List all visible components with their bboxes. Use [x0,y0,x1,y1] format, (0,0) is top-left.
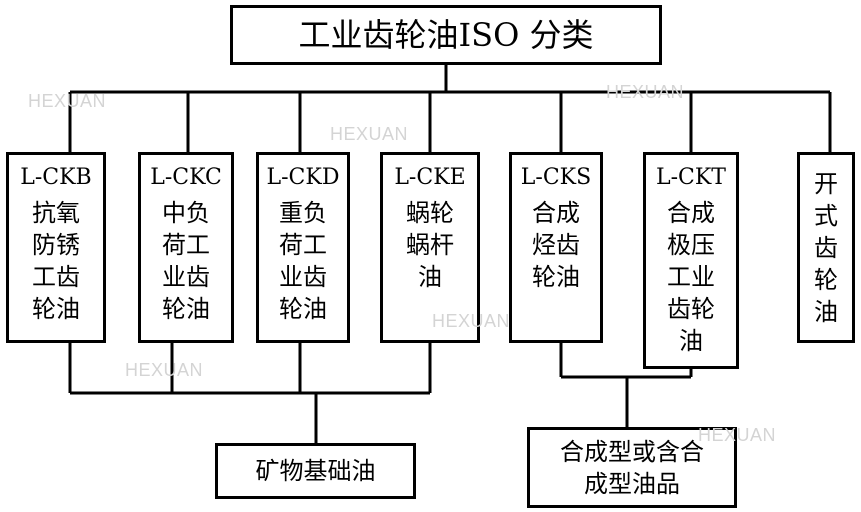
category-box-ckd: L-CKD 重负 荷工 业齿 轮油 [256,152,350,343]
category-box-ckc: L-CKC 中负 荷工 业齿 轮油 [138,152,234,343]
watermark: HEXUAN [432,311,511,331]
watermark: HEXUAN [330,124,409,144]
category-box-ckt: L-CKT 合成 极压 工业 齿轮 油 [643,152,739,369]
category-code: L-CKD [266,165,340,190]
category-desc: 合成 烃齿 轮油 [532,199,580,291]
category-desc: 中负 荷工 业齿 轮油 [162,199,210,323]
category-code: L-CKC [150,165,222,190]
category-code: L-CKB [20,165,92,190]
category-code: L-CKS [520,165,592,190]
category-desc: 抗氧 防锈 工齿 轮油 [32,199,80,323]
base-box-mineral: 矿物基础油 [215,443,416,499]
category-box-ckb: L-CKB 抗氧 防锈 工齿 轮油 [6,152,106,343]
category-code: L-CKT [656,165,726,190]
category-code: L-CKE [394,165,466,190]
category-box-cks: L-CKS 合成 烃齿 轮油 [509,152,603,343]
base-label-mineral: 矿物基础油 [255,457,376,485]
category-desc: 合成 极压 工业 齿轮 油 [667,199,715,355]
category-box-cke: L-CKE 蜗轮 蜗杆 油 [380,152,480,343]
base-label-synthetic: 合成型或含合 成型油品 [560,437,704,498]
watermark: HEXUAN [28,91,107,111]
watermark: HEXUAN [125,360,204,380]
watermark: HEXUAN [606,82,685,102]
category-desc: 重负 荷工 业齿 轮油 [279,199,327,323]
watermark: HEXUAN [698,425,777,445]
category-desc: 开 式 齿 轮 油 [814,169,838,326]
base-box-synthetic: 合成型或含合 成型油品 [527,427,737,508]
title-box: 工业齿轮油ISO 分类 [230,5,662,65]
category-desc: 蜗轮 蜗杆 油 [406,199,454,291]
category-box-open-gear: 开 式 齿 轮 油 [797,152,855,343]
diagram-title: 工业齿轮油ISO 分类 [298,16,594,54]
